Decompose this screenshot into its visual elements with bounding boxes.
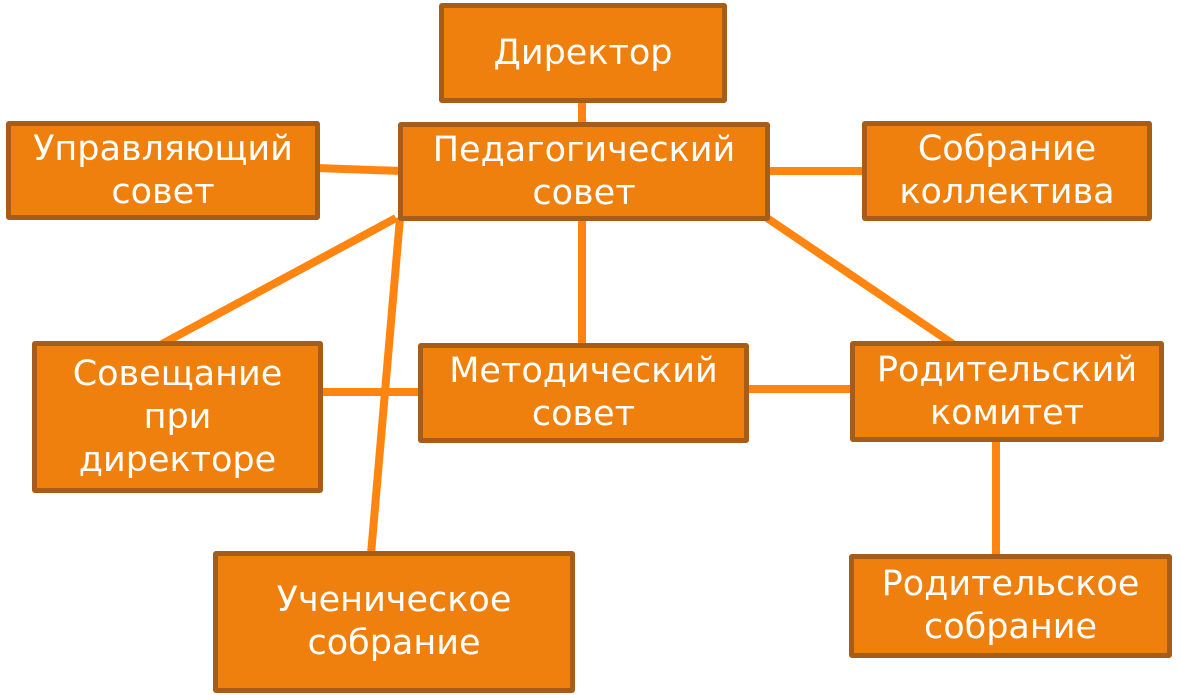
node-director: Директор [439, 3, 727, 103]
connector-pedagogical-council-director-meeting [160, 214, 398, 348]
node-methodical-council: Методический совет [418, 343, 749, 443]
node-student-meeting: Ученическое собрание [213, 551, 575, 693]
node-parent-meeting: Родительское собрание [849, 554, 1172, 658]
connector-governing-council-pedagogical-council [316, 164, 402, 175]
connector-pedagogical-council-student-meeting [367, 217, 404, 555]
node-staff-meeting: Собрание коллектива [862, 121, 1152, 221]
node-parent-committee: Родительский комитет [850, 341, 1164, 442]
node-governing-council: Управляющий совет [6, 121, 320, 220]
connector-pedagogical-council-parent-committee [764, 214, 956, 348]
node-director-meeting: Совещание при директоре [32, 341, 323, 493]
node-pedagogical-council: Педагогический совет [398, 122, 770, 221]
